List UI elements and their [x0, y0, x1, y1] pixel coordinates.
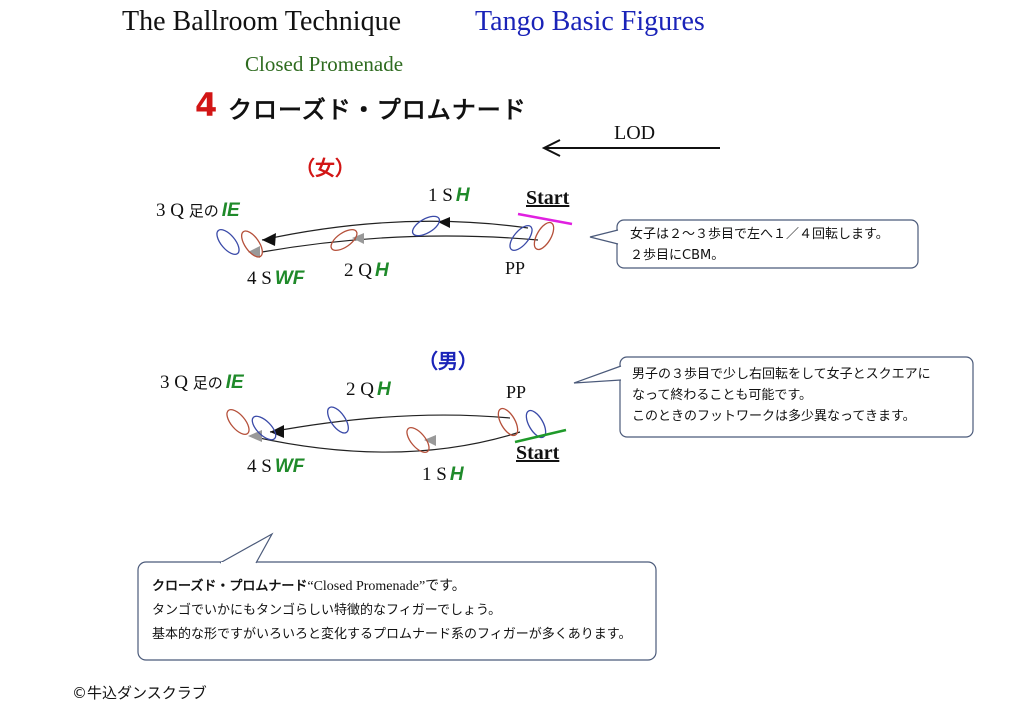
lod-arrow [541, 139, 720, 157]
description-figure-name: クローズド・プロムナード [152, 579, 308, 594]
callout-woman-shape [589, 219, 919, 269]
woman-heading: （女） [295, 156, 355, 180]
figure-name-jp: クローズド・プロムナード [228, 96, 527, 124]
description-line1-rest: “Closed Promenade”です。 [307, 579, 466, 594]
figure-number: 4 [195, 86, 218, 124]
callout-man-shape [573, 356, 974, 438]
man-start-line [514, 428, 567, 444]
woman-feet [216, 215, 555, 258]
dance-subtitle: Tango Basic Figures [475, 6, 705, 37]
copyright: ©牛込ダンスクラブ [72, 684, 207, 702]
woman-start-line [517, 212, 573, 226]
description-line3: 基本的な形ですがいろいろと変化するプロムナード系のフィガーが多くあります。 [152, 627, 632, 642]
man-feet [226, 406, 547, 453]
woman-paths [248, 217, 539, 258]
woman-start-label: Start [526, 187, 570, 209]
page-title: The Ballroom Technique [122, 6, 402, 37]
description-line2: タンゴでいかにもタンゴらしい特徴的なフィガーでしょう。 [152, 603, 502, 618]
description-box-shape [137, 532, 657, 661]
figure-name-en: Closed Promenade [245, 52, 404, 76]
man-callout: 男子の３歩目で少し右回転をして女子とスクエアに なって終わることも可能です。 こ… [632, 367, 931, 424]
man-paths [248, 414, 521, 453]
woman-pp-label: PP [505, 258, 526, 278]
description-box: クローズド・プロムナード“Closed Promenade”です。 タンゴでいか… [152, 575, 631, 647]
man-pp-label: PP [506, 382, 527, 402]
man-start-label: Start [516, 442, 560, 464]
lod-label: LOD [614, 122, 656, 144]
woman-callout: 女子は２〜３歩目で左へ１／４回転します。 ２歩目にCBM。 [630, 227, 889, 263]
man-heading: （男） [418, 349, 478, 373]
